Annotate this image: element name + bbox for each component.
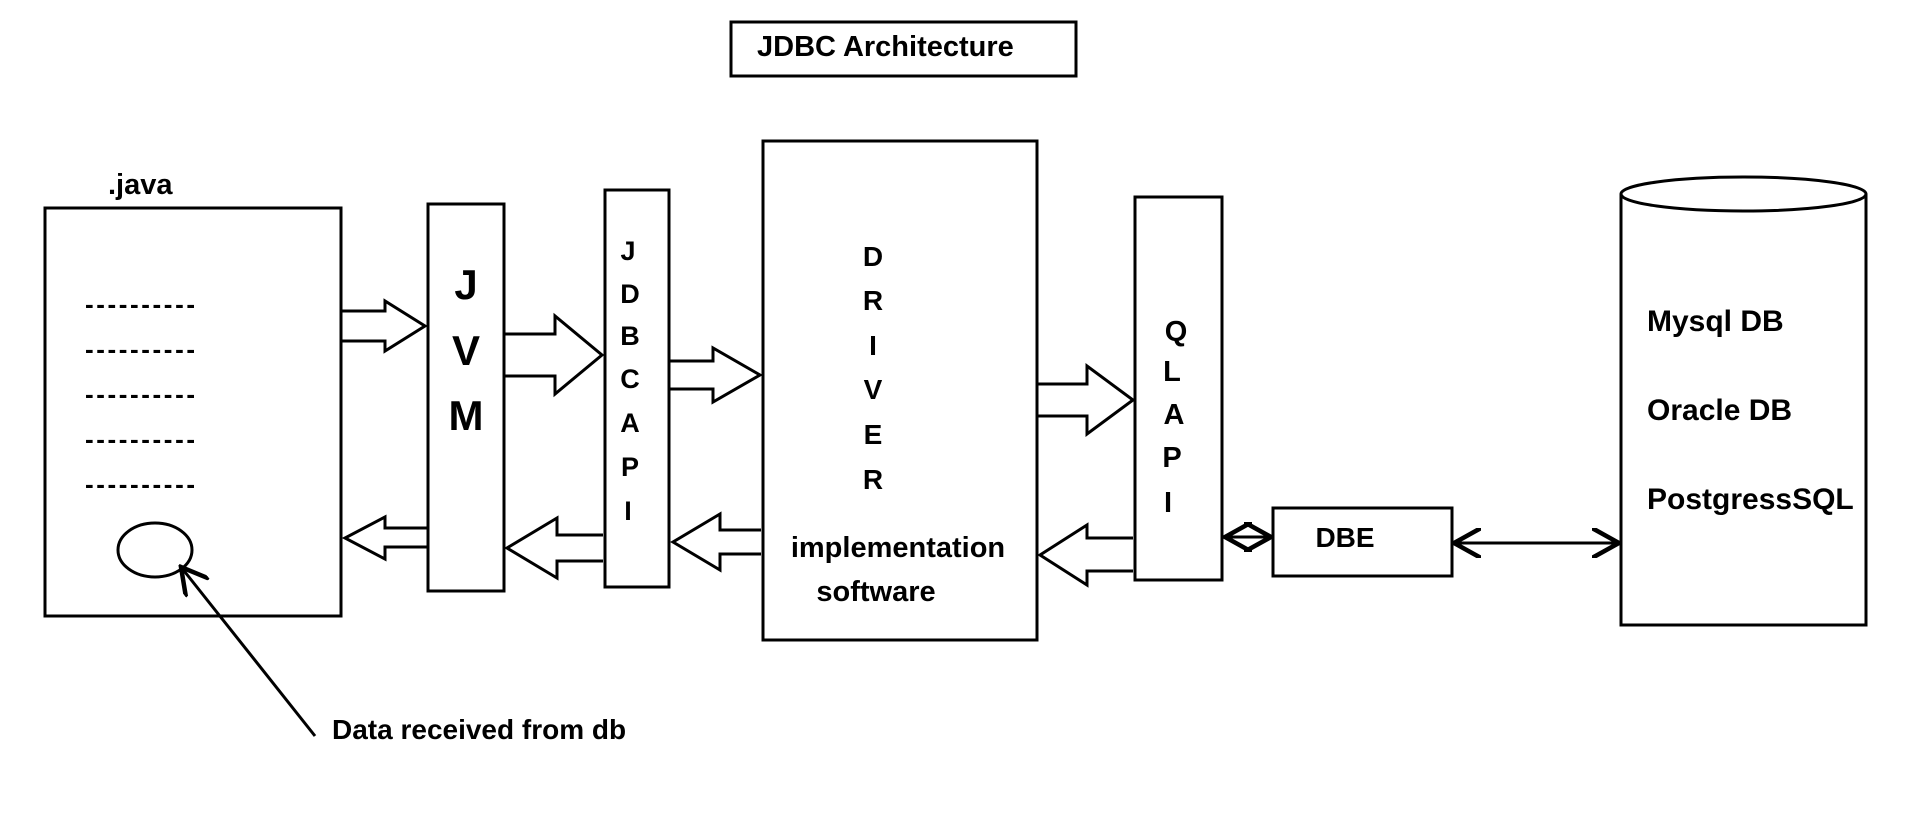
- jvm-box: [426, 202, 506, 593]
- arrow-jdbc-api-to-jvm: [504, 515, 603, 581]
- java-code-line: ----------: [85, 289, 195, 319]
- jvm-letters: J V M: [449, 261, 484, 439]
- jvm-letter: M: [449, 392, 484, 439]
- jdbc-api-letter: I: [624, 496, 632, 526]
- annotation-pointer-arrow: [181, 567, 317, 737]
- driver-letter: R: [863, 285, 883, 316]
- driver-letter: E: [864, 419, 883, 450]
- jdbc-api-letter: P: [621, 452, 639, 482]
- arrow-ql-api-to-driver: [1037, 522, 1133, 588]
- jdbc-api-letter: J: [620, 236, 635, 266]
- java-code-line: ----------: [85, 334, 195, 364]
- diagram-title: JDBC Architecture: [757, 31, 1014, 63]
- java-code-line: ----------: [85, 469, 195, 499]
- driver-letters: D R I V E R: [863, 241, 883, 495]
- driver-letter: V: [864, 374, 883, 405]
- database-item-postgres: PostgressSQL: [1647, 483, 1854, 516]
- ql-api-letter: L: [1163, 356, 1181, 388]
- jdbc-api-letter: A: [620, 408, 640, 438]
- jdbc-api-letter: D: [620, 279, 640, 309]
- ql-api-letter: I: [1164, 487, 1172, 519]
- java-code-line: ----------: [85, 379, 195, 409]
- arrow-jvm-to-jdbc-api: [505, 312, 605, 398]
- ql-api-letter: A: [1164, 399, 1185, 431]
- database-item-mysql: Mysql DB: [1647, 305, 1784, 338]
- database-item-oracle: Oracle DB: [1647, 394, 1792, 427]
- dbe-label: DBE: [1315, 522, 1374, 553]
- java-file-label: .java: [108, 169, 173, 201]
- ql-api-letters: Q L A P I: [1162, 316, 1187, 519]
- jdbc-api-letter: B: [620, 321, 640, 351]
- jdbc-api-letter: C: [620, 364, 640, 394]
- database-cylinder: [1619, 175, 1868, 627]
- driver-caption-line1: implementation: [791, 532, 1005, 564]
- driver-letter: D: [863, 241, 883, 272]
- title-box: [729, 20, 1078, 78]
- jdbc-api-box: [603, 188, 671, 589]
- driver-letter: R: [863, 464, 883, 495]
- arrow-jdbc-api-to-driver: [670, 345, 764, 405]
- jvm-letter: J: [454, 261, 477, 308]
- ql-api-letter: Q: [1165, 316, 1188, 348]
- jdbc-api-letters: J D B C A P I: [620, 236, 640, 526]
- java-code-line: ----------: [85, 424, 195, 454]
- ql-api-letter: P: [1162, 442, 1181, 474]
- java-file-box: [43, 206, 343, 618]
- ql-api-box: [1133, 195, 1224, 582]
- arrow-java-to-jvm: [342, 298, 428, 354]
- received-data-circle: [116, 521, 194, 579]
- annotation-text: Data received from db: [332, 714, 626, 745]
- arrow-driver-to-jdbc-api: [670, 511, 761, 573]
- arrow-jvm-to-java: [341, 514, 427, 562]
- driver-box: [761, 139, 1039, 642]
- java-code-lines: ---------- ---------- ---------- -------…: [85, 289, 195, 499]
- jvm-letter: V: [452, 327, 480, 374]
- driver-letter: I: [869, 330, 877, 361]
- driver-caption-line2: software: [816, 576, 935, 608]
- arrow-driver-to-ql-api: [1038, 363, 1136, 437]
